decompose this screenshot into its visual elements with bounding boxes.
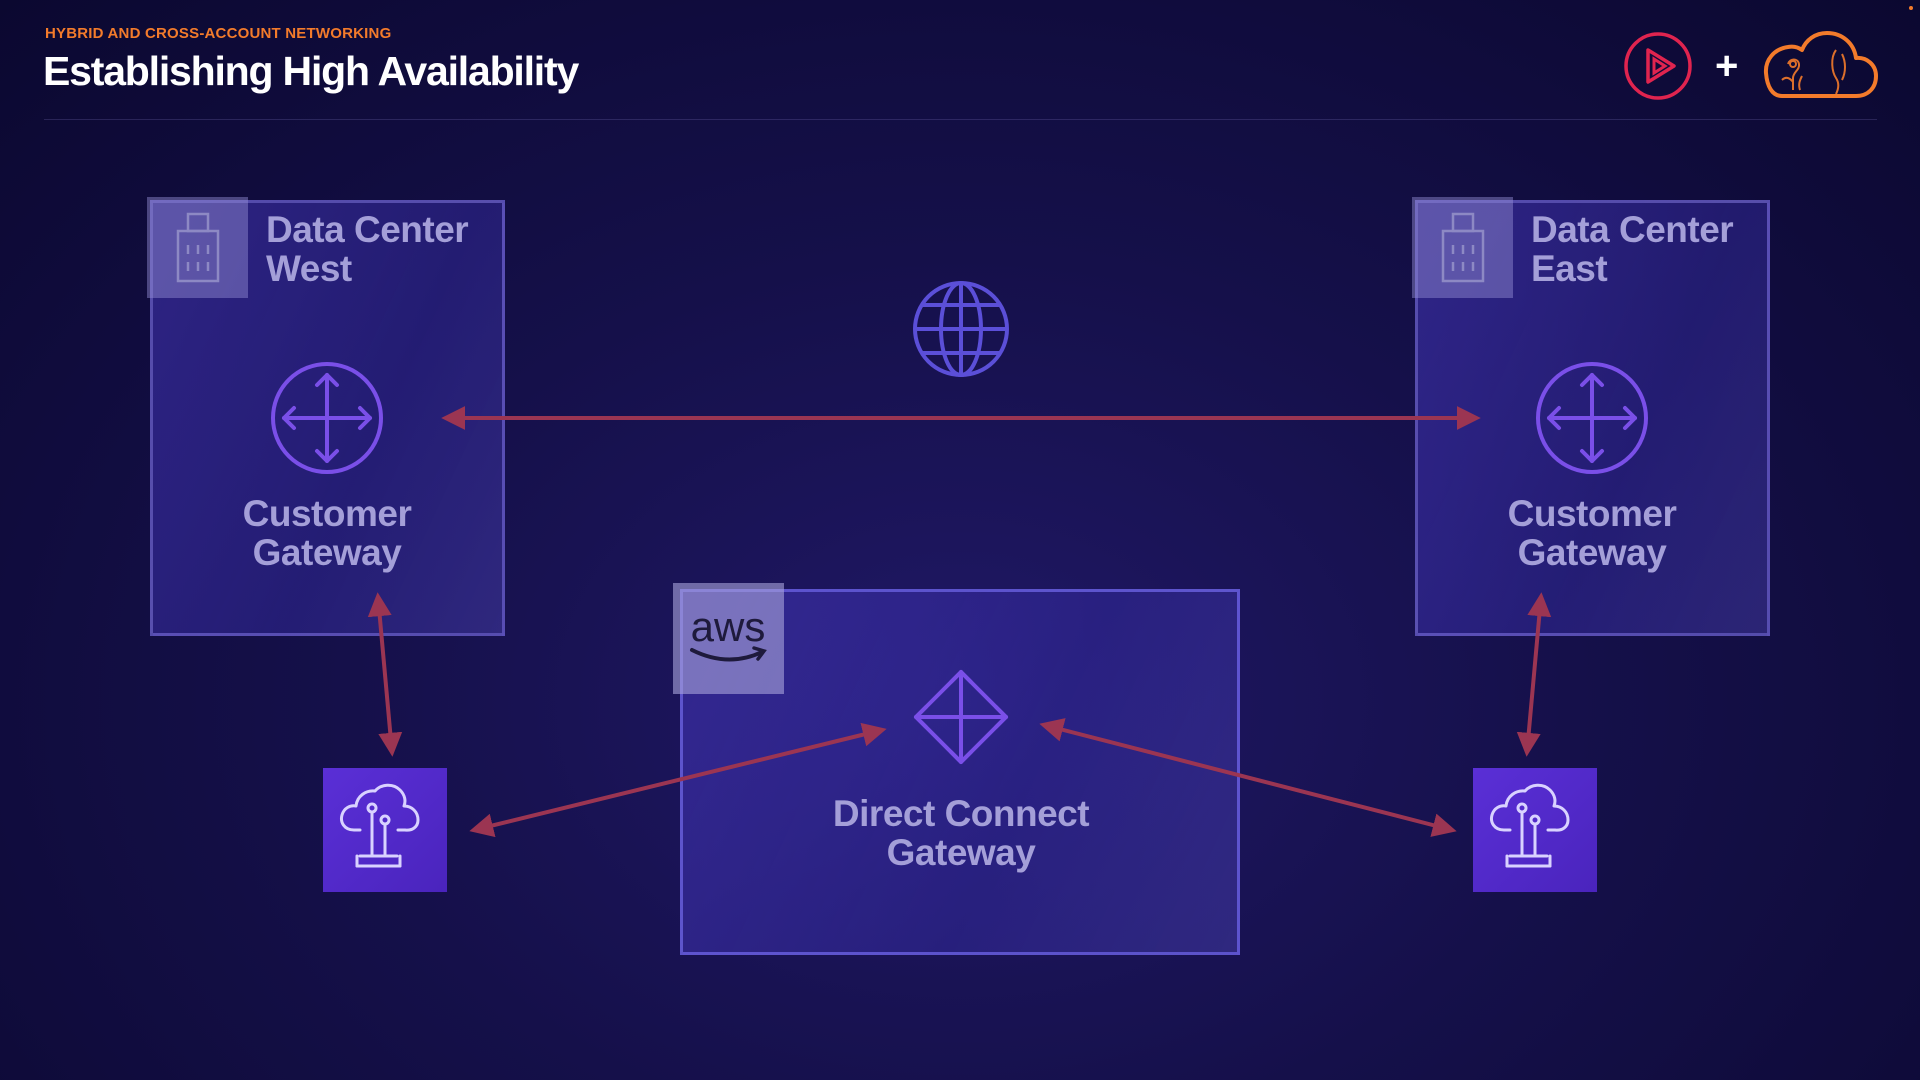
- label-line: Customer: [242, 493, 412, 534]
- header-divider: [44, 119, 1877, 120]
- data-center-east-title: Data Center East: [1531, 210, 1751, 288]
- label-line: Gateway: [1517, 532, 1667, 573]
- page-title: Establishing High Availability: [43, 48, 579, 94]
- aws-logo-text: aws: [691, 603, 766, 650]
- data-center-west-title: Data Center West: [266, 210, 486, 288]
- arrow-west-gateway-to-location: [367, 592, 403, 757]
- customer-gateway-east-label: Customer Gateway: [1412, 494, 1772, 572]
- arrow-west-location-to-dxgw: [469, 722, 887, 838]
- plus-sign: +: [1715, 44, 1739, 88]
- section-eyebrow: HYBRID AND CROSS-ACCOUNT NETWORKING: [45, 25, 392, 42]
- aws-badge: [673, 583, 784, 694]
- title-line: Data Center: [1531, 209, 1734, 250]
- title-line: East: [1531, 248, 1608, 289]
- customer-gateway-west-label: Customer Gateway: [147, 494, 507, 572]
- label-line: Gateway: [252, 532, 402, 573]
- arrow-east-location-to-dxgw: [1039, 718, 1457, 837]
- play-logo-icon: [1624, 32, 1692, 100]
- cloud-academy-icon: [1763, 31, 1878, 98]
- direct-connect-location-icon: [340, 783, 420, 868]
- label-line: Gateway: [886, 832, 1036, 873]
- title-line: Data Center: [266, 209, 469, 250]
- direct-connect-location-icon: [1490, 783, 1570, 868]
- corner-dot: [1909, 6, 1913, 10]
- arrow-east-gateway-to-location: [1516, 592, 1552, 757]
- label-line: Customer: [1507, 493, 1677, 534]
- title-line: West: [266, 248, 352, 289]
